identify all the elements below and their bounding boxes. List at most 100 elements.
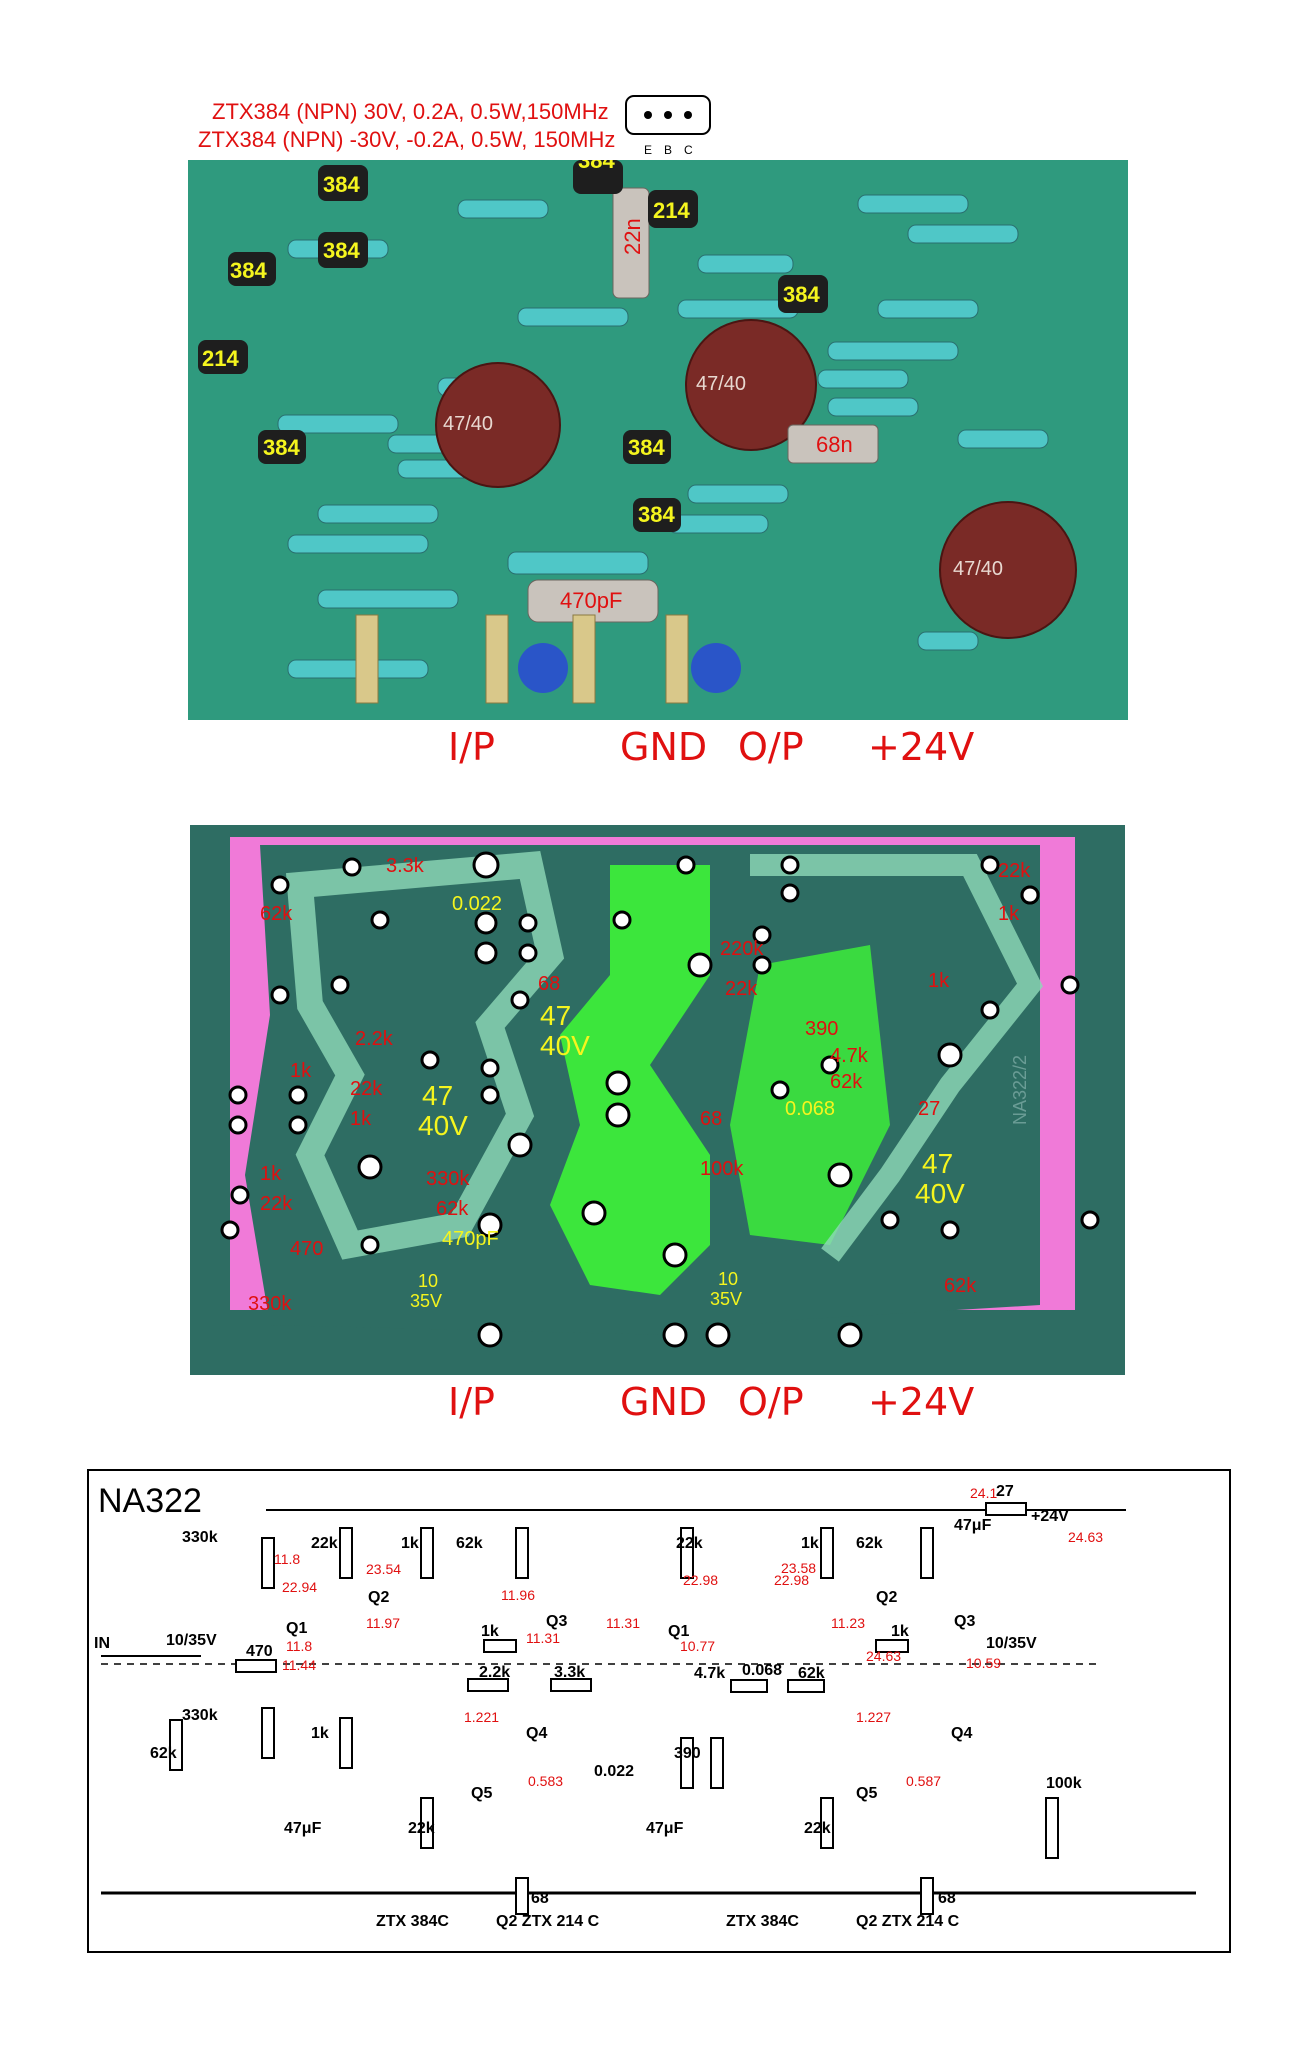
svg-text:470pF: 470pF	[442, 1228, 499, 1250]
cap-470pf-label: 470pF	[560, 588, 622, 613]
svg-text:390: 390	[805, 1018, 838, 1040]
svg-text:Q5: Q5	[471, 1785, 492, 1802]
to92-pinout-icon: E B C	[625, 95, 711, 157]
pcb-pads	[220, 851, 1100, 1348]
svg-text:22k: 22k	[676, 1535, 703, 1552]
cap-68n-label: 68n	[816, 432, 853, 457]
svg-text:384: 384	[323, 238, 360, 263]
svg-text:Q3: Q3	[546, 1613, 567, 1630]
svg-text:47μF: 47μF	[284, 1820, 322, 1837]
svg-text:11.97: 11.97	[366, 1615, 400, 1631]
photo-terminal-ip: I/P	[448, 725, 495, 769]
svg-text:4.7k: 4.7k	[694, 1665, 725, 1682]
svg-text:62k: 62k	[830, 1071, 863, 1093]
svg-text:27: 27	[918, 1098, 940, 1120]
svg-text:11.44: 11.44	[282, 1657, 316, 1673]
svg-text:Q1: Q1	[668, 1623, 689, 1640]
schematic-title: NA322	[98, 1482, 202, 1520]
svg-text:Q1: Q1	[286, 1620, 307, 1637]
pcb-47uf-labels: 47 40V 47 40V 47 40V	[418, 1000, 965, 1209]
svg-text:23.58: 23.58	[781, 1560, 816, 1576]
pcb-yellow-labels: 0.022 0.068 470pF 10 35V 10 35V	[410, 893, 835, 1311]
svg-text:Q3: Q3	[954, 1613, 975, 1630]
svg-text:10.59: 10.59	[966, 1655, 1001, 1671]
svg-text:3.3k: 3.3k	[386, 855, 425, 877]
photo-resistors	[277, 194, 1049, 679]
svg-text:Q4: Q4	[951, 1725, 972, 1742]
svg-text:1.227: 1.227	[856, 1709, 891, 1725]
svg-text:11.8: 11.8	[274, 1551, 300, 1567]
svg-text:0.583: 0.583	[528, 1773, 563, 1789]
svg-text:22k: 22k	[408, 1820, 435, 1837]
spec-line-pnp: ZTX384 (NPN) -30V, -0.2A, 0.5W, 150MHz	[198, 127, 616, 152]
svg-text:22.98: 22.98	[683, 1572, 718, 1588]
svg-text:23.54: 23.54	[366, 1561, 401, 1577]
svg-text:47: 47	[422, 1080, 453, 1111]
svg-text:10/35V: 10/35V	[166, 1632, 217, 1649]
spec-line-npn: ZTX384 (NPN) 30V, 0.2A, 0.5W,150MHz	[212, 99, 609, 124]
schematic-frame	[87, 1469, 1231, 1953]
pin-c-label: C	[684, 143, 693, 157]
pin-b-label: B	[664, 143, 672, 157]
svg-text:384: 384	[578, 160, 615, 173]
svg-text:1.221: 1.221	[464, 1709, 499, 1725]
blue-cap-1	[518, 643, 568, 693]
svg-text:35V: 35V	[710, 1289, 742, 1309]
svg-text:11.31: 11.31	[526, 1630, 560, 1646]
svg-text:22k: 22k	[311, 1535, 338, 1552]
svg-text:22.98: 22.98	[774, 1572, 809, 1588]
svg-text:62k: 62k	[260, 903, 293, 925]
svg-text:1k: 1k	[401, 1535, 419, 1552]
svg-text:470: 470	[290, 1238, 323, 1260]
svg-text:22k: 22k	[804, 1820, 831, 1837]
svg-text:11.96: 11.96	[501, 1587, 535, 1603]
svg-text:0.022: 0.022	[594, 1763, 634, 1780]
elco-code-1: 47/40	[443, 413, 493, 435]
svg-text:10: 10	[418, 1271, 438, 1291]
elco-code-3: 47/40	[953, 558, 1003, 580]
svg-text:Q2 ZTX 214 C: Q2 ZTX 214 C	[496, 1913, 600, 1930]
svg-text:100k: 100k	[700, 1158, 744, 1180]
svg-text:2.2k: 2.2k	[479, 1664, 510, 1681]
svg-text:11.8: 11.8	[286, 1638, 312, 1654]
photo-terminal-24v: +24V	[868, 725, 975, 769]
photo-transistors	[198, 160, 828, 532]
svg-text:330k: 330k	[182, 1529, 218, 1546]
svg-text:4.7k: 4.7k	[830, 1045, 869, 1067]
svg-text:68: 68	[531, 1890, 549, 1907]
svg-text:24.1: 24.1	[970, 1485, 997, 1501]
pin-e-label: E	[644, 143, 652, 157]
photo-terminal-gnd: GND	[620, 725, 708, 769]
photo-terminal-op: O/P	[738, 725, 804, 769]
svg-text:22.94: 22.94	[282, 1579, 317, 1595]
svg-text:3.3k: 3.3k	[554, 1664, 585, 1681]
svg-text:11.23: 11.23	[831, 1615, 865, 1631]
svg-text:62k: 62k	[798, 1665, 825, 1682]
svg-text:0.068: 0.068	[785, 1098, 835, 1120]
svg-text:24.63: 24.63	[1068, 1529, 1103, 1545]
pcb-terminal-op: O/P	[738, 1380, 804, 1424]
svg-text:10/35V: 10/35V	[986, 1635, 1037, 1652]
svg-text:384: 384	[628, 435, 665, 460]
blue-cap-2	[691, 643, 741, 693]
svg-text:Q5: Q5	[856, 1785, 877, 1802]
board-photo: 47/40 47/40 47/40 22n 68n 470pF 384 384 …	[188, 160, 1128, 720]
terminal-pins	[355, 614, 689, 704]
svg-text:384: 384	[638, 502, 675, 527]
pcb-trace-left	[285, 851, 565, 1260]
svg-text:470: 470	[246, 1643, 273, 1660]
svg-text:330k: 330k	[248, 1293, 292, 1315]
svg-text:Q2: Q2	[876, 1589, 897, 1606]
svg-text:1k: 1k	[290, 1060, 312, 1082]
svg-text:384: 384	[783, 282, 820, 307]
svg-text:47: 47	[540, 1000, 571, 1031]
svg-text:330k: 330k	[182, 1707, 218, 1724]
svg-text:22k: 22k	[998, 860, 1031, 882]
svg-text:62k: 62k	[150, 1745, 177, 1762]
elco-code-2: 47/40	[696, 373, 746, 395]
svg-text:ZTX 384C: ZTX 384C	[376, 1913, 449, 1930]
transistor-labels: 384 384 384 384 214 384 214 384 384 384	[202, 160, 820, 527]
svg-text:35V: 35V	[410, 1291, 442, 1311]
svg-text:11.31: 11.31	[606, 1615, 640, 1631]
photo-electrolytics	[435, 319, 1077, 639]
